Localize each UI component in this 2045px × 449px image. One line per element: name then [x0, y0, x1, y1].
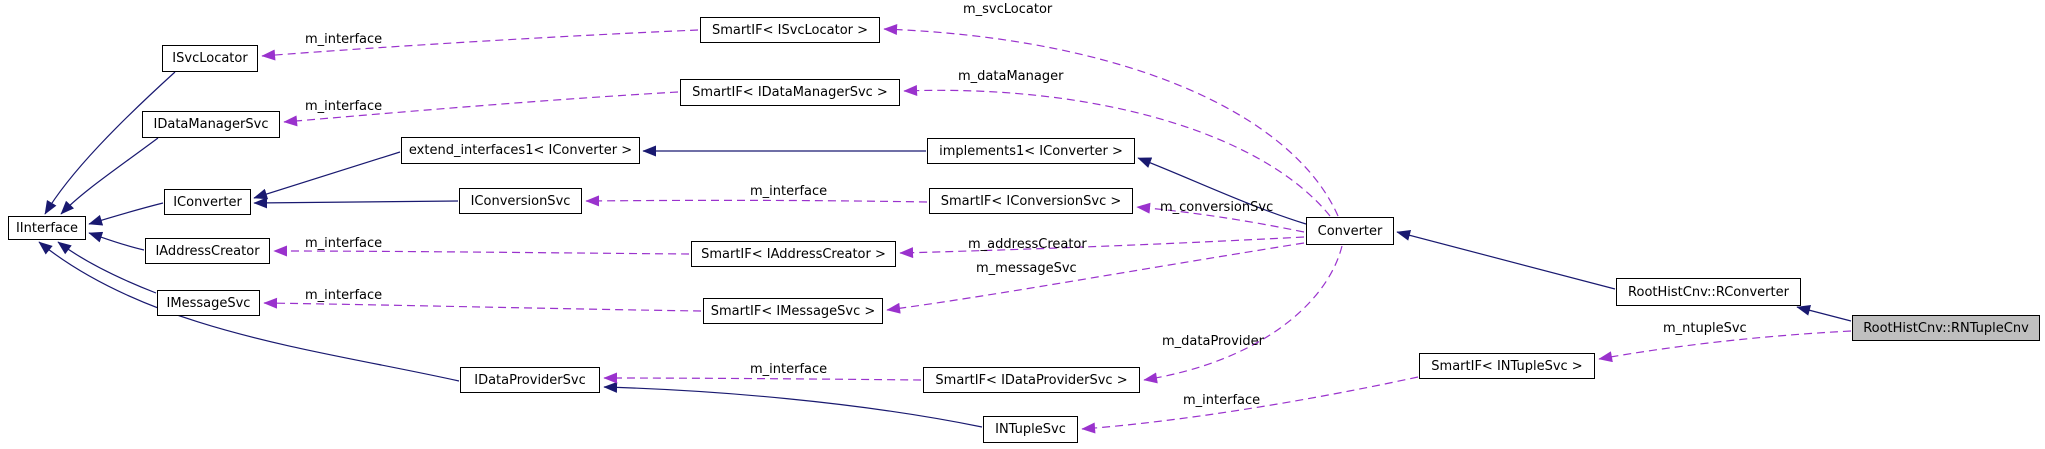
- node-label: IAddressCreator: [155, 243, 260, 259]
- node-label: IInterface: [15, 220, 79, 236]
- edge-member-smartifiaddresscreator-iaddresscreator: [273, 245, 690, 257]
- node-extend-interfaces1[interactable]: extend_interfaces1< IConverter >: [401, 137, 640, 164]
- node-label: SmartIF< IDataManagerSvc >: [692, 85, 888, 100]
- node-label: SmartIF< IDataProviderSvc >: [935, 372, 1128, 388]
- edge-label-m-interface: m_interface: [305, 236, 383, 251]
- node-label: IDataManagerSvc: [153, 117, 269, 132]
- node-label: IConversionSvc: [470, 193, 571, 209]
- node-label: IMessageSvc: [166, 295, 251, 311]
- node-smartif-isvclocator[interactable]: SmartIF< ISvcLocator >: [700, 17, 880, 43]
- node-isvclocator[interactable]: ISvcLocator: [162, 45, 258, 72]
- edge-member-converter-smartifiaddresscreator: [899, 236, 1305, 259]
- edge-label-m-interface: m_interface: [1183, 393, 1261, 408]
- edge-inherits-imessagesvc-iinterface: [57, 241, 157, 294]
- node-label: ISvcLocator: [172, 51, 248, 66]
- node-roothistcnv-rconverter[interactable]: RootHistCnv::RConverter: [1616, 278, 1801, 306]
- edge-inherits-isvclocator-iinterface: [44, 71, 176, 215]
- edge-label-m-interface: m_interface: [305, 32, 383, 47]
- node-label: SmartIF< IConversionSvc >: [940, 193, 1122, 209]
- edge-member-rntuplecnv-smartifintuplesvc: [1598, 330, 1852, 363]
- edge-label-m-interface: m_interface: [750, 184, 828, 199]
- edge-label-m-interface: m_interface: [305, 288, 383, 303]
- node-intuplesvc[interactable]: INTupleSvc: [983, 416, 1078, 443]
- node-converter[interactable]: Converter: [1306, 217, 1394, 245]
- node-iaddresscreator[interactable]: IAddressCreator: [145, 238, 270, 264]
- edge-inherits-iconverter-iinterface: [88, 202, 164, 226]
- edge-label-m-dataprovider: m_dataProvider: [1162, 334, 1264, 349]
- node-smartif-imessagesvc[interactable]: SmartIF< IMessageSvc >: [703, 298, 883, 324]
- node-label: SmartIF< IMessageSvc >: [710, 303, 876, 319]
- node-label: SmartIF< IAddressCreator >: [701, 246, 886, 262]
- edge-label-m-interface: m_interface: [750, 362, 828, 377]
- edge-inherits-idatamanagersvc-iinterface: [60, 137, 159, 215]
- edge-inherits-converter-implements1: [1137, 157, 1307, 225]
- edge-member-smartifintuplesvc-intuplesvc: [1081, 376, 1419, 434]
- node-roothistcnv-rntuplecnv: RootHistCnv::RNTupleCnv: [1852, 315, 2040, 341]
- edge-label-m-interface: m_interface: [305, 99, 383, 114]
- node-label: INTupleSvc: [995, 422, 1066, 437]
- node-idataprovidersvc[interactable]: IDataProviderSvc: [460, 367, 600, 393]
- node-idatamanagersvc[interactable]: IDataManagerSvc: [142, 111, 280, 138]
- node-smartif-idatamanagersvc[interactable]: SmartIF< IDataManagerSvc >: [680, 79, 900, 106]
- edge-member-converter-smartifisvclocator: [883, 24, 1339, 217]
- node-smartif-iconversionsvc[interactable]: SmartIF< IConversionSvc >: [929, 188, 1133, 214]
- edge-inherits-extendinterfaces1-iconverter: [253, 151, 401, 200]
- edge-label-m-svclocator: m_svcLocator: [963, 2, 1053, 17]
- edge-member-converter-smartifidataprovidersvc: [1143, 245, 1343, 384]
- node-iconverter[interactable]: IConverter: [164, 189, 251, 215]
- edge-inherits-iaddresscreator-iinterface: [88, 231, 145, 251]
- edge-member-smartifimessagesvc-imessagesvc: [263, 297, 702, 312]
- node-imessagesvc[interactable]: IMessageSvc: [157, 290, 260, 316]
- edge-member-smartifiConversionsvc-iconversionsvc: [585, 195, 928, 207]
- node-label: SmartIF< ISvcLocator >: [711, 22, 869, 38]
- edge-inherits-idataprovidersvc-iinterface: [38, 241, 460, 382]
- node-label: IConverter: [173, 194, 242, 210]
- node-label: RootHistCnv::RNTupleCnv: [1863, 320, 2029, 336]
- node-label: Converter: [1317, 223, 1383, 239]
- edge-member-converter-smartifimessagesvc: [886, 242, 1305, 314]
- node-label: implements1< IConverter >: [939, 143, 1123, 159]
- edge-member-smartifidatamanagersvc-idatamanagersvc: [283, 91, 679, 127]
- edge-member-smartifidataprovidersvc-idataprovidersvc: [603, 372, 922, 384]
- node-label: RootHistCnv::RConverter: [1628, 284, 1789, 300]
- edge-label-m-addresscreator: m_addressCreator: [968, 237, 1087, 252]
- node-iconversionsvc[interactable]: IConversionSvc: [459, 188, 582, 214]
- edge-label-m-conversionsvc: m_conversionSvc: [1160, 200, 1274, 215]
- node-implements1[interactable]: implements1< IConverter >: [927, 138, 1135, 164]
- edge-member-converter-smartifiConversionsvc: [1136, 202, 1305, 233]
- edge-inherits-rntuplecnv-rconverter: [1796, 304, 1852, 322]
- edge-label-m-datamanager: m_dataManager: [958, 69, 1064, 84]
- edge-inherits-iconversionsvc-iconverter: [253, 197, 459, 209]
- edge-label-m-messagesvc: m_messageSvc: [976, 261, 1077, 276]
- edge-member-converter-smartifidatamanagersvc: [903, 85, 1331, 217]
- node-label: IDataProviderSvc: [474, 372, 586, 388]
- node-smartif-idataprovidersvc[interactable]: SmartIF< IDataProviderSvc >: [923, 367, 1140, 393]
- edge-label-m-ntuplesvc: m_ntupleSvc: [1663, 321, 1747, 336]
- node-smartif-iaddresscreator[interactable]: SmartIF< IAddressCreator >: [691, 241, 896, 267]
- edge-member-smartifisvclocator-isvclocator: [261, 29, 699, 61]
- node-smartif-intuplesvc[interactable]: SmartIF< INTupleSvc >: [1419, 353, 1595, 379]
- node-label: SmartIF< INTupleSvc >: [1431, 358, 1583, 374]
- edge-inherits-rconverter-converter: [1396, 229, 1616, 290]
- node-label: extend_interfaces1< IConverter >: [408, 143, 633, 158]
- node-iinterface[interactable]: IInterface: [8, 216, 86, 240]
- edge-inherits-intuplesvc-idataprovidersvc: [603, 381, 983, 428]
